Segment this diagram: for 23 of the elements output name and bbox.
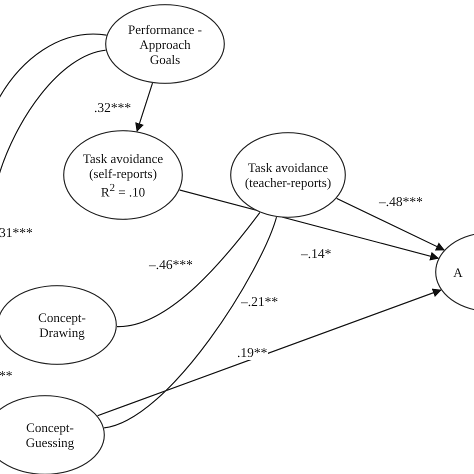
edge-label: .32*** xyxy=(93,100,132,115)
node-label: Task avoidance (self-reports) R$^{2}$ = .10 xyxy=(82,150,164,200)
arrow xyxy=(179,189,440,261)
node-label: Concept-Guessing xyxy=(24,420,76,450)
node-label: Concept-Drawing xyxy=(37,310,87,340)
coefficient-label: 31*** xyxy=(0,225,33,240)
ellipse-node xyxy=(63,130,183,220)
ellipse-node xyxy=(230,132,346,218)
arrow xyxy=(97,288,442,416)
connector-line xyxy=(116,212,260,328)
edge-label: –.14* xyxy=(300,246,332,261)
edge-label: –.48*** xyxy=(378,194,424,209)
coefficient-label: ** xyxy=(0,368,12,383)
arrow xyxy=(336,198,445,251)
node-label: Task avoidance (teacher-reports) xyxy=(244,160,332,190)
ellipse-node xyxy=(105,4,225,84)
arrow xyxy=(135,82,154,132)
edge-label: .19** xyxy=(236,345,268,360)
edge-label: –.21** xyxy=(240,294,280,309)
node-label: Performance - Approach Goals xyxy=(127,22,203,66)
connector-line xyxy=(104,216,278,428)
edge-label: –.46*** xyxy=(148,257,194,272)
node-label: A xyxy=(452,264,464,280)
